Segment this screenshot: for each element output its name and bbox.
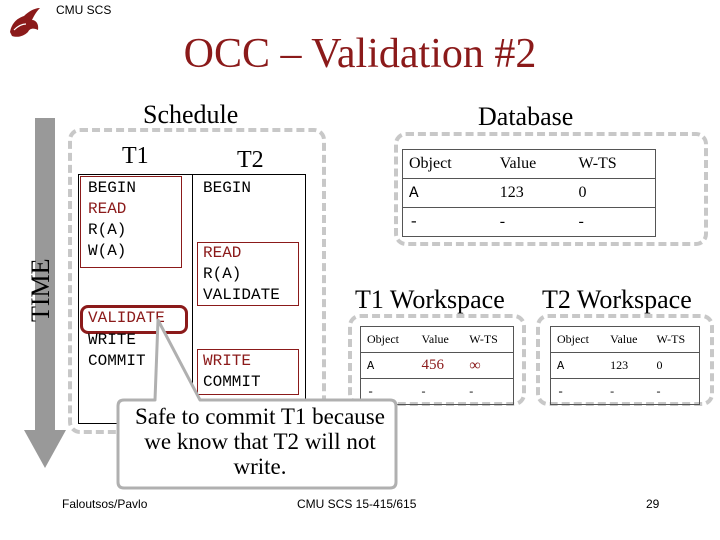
t1-op-read: READ [88, 200, 127, 218]
t2ws-cell: - [557, 384, 565, 399]
db-col-wts: W-TS [578, 155, 617, 172]
page-number: 29 [646, 497, 660, 511]
t2-op-write: WRITE [203, 352, 252, 370]
callout-text: Safe to commit T1 because we know that T… [135, 404, 385, 479]
org-label: CMU SCS [56, 3, 112, 17]
t2ws-col-wts: W-TS [656, 332, 686, 346]
db-cell: A [409, 184, 419, 202]
cmu-logo-icon [10, 8, 40, 37]
t1ws-cell: A [367, 358, 375, 373]
t2-write-box [197, 349, 299, 395]
t2-read-box [197, 242, 299, 306]
db-cell: 123 [499, 184, 524, 201]
t2-workspace-table: Object Value W-TS A 123 0 - - - [550, 326, 700, 405]
t2ws-cell: 0 [656, 358, 663, 372]
t1-label: T1 [122, 143, 149, 169]
db-cell: - [578, 213, 584, 230]
t1ws-cell: - [421, 384, 426, 398]
t1-workspace-table: Object Value W-TS A 456 ∞ - - - [360, 326, 514, 405]
t1-read-phase-box [80, 176, 182, 268]
t2ws-col-object: Object [557, 332, 589, 346]
t2-op-begin: BEGIN [203, 179, 252, 197]
database-box [394, 132, 708, 246]
t1ws-cell: ∞ [469, 356, 481, 374]
t1ws-cell: - [469, 384, 474, 398]
t2-op-read-a: R(A) [203, 265, 242, 283]
db-col-object: Object [409, 155, 452, 172]
t2ws-cell: - [656, 384, 661, 398]
t2-label: T2 [237, 147, 264, 173]
time-label: TIME [26, 258, 55, 322]
callout-bubble [116, 318, 398, 490]
t2-op-validate: VALIDATE [203, 286, 280, 304]
time-arrow-icon [24, 118, 66, 468]
db-col-value: Value [499, 155, 537, 172]
t1-workspace-heading: T1 Workspace [355, 285, 505, 314]
t1ws-col-wts: W-TS [469, 332, 498, 346]
database-heading: Database [478, 102, 574, 131]
t1ws-cell: - [367, 384, 375, 399]
t2ws-cell: - [610, 384, 615, 398]
t1-op-read-a: R(A) [88, 221, 127, 239]
t1-op-validate: VALIDATE [88, 309, 165, 327]
database-table: Object Value W-TS A 123 0 - - - [402, 149, 656, 237]
footer-course: CMU SCS 15-415/615 [297, 497, 417, 511]
schedule-heading: Schedule [143, 100, 239, 129]
t1-op-commit: COMMIT [88, 352, 146, 370]
footer-author: Faloutsos/Pavlo [62, 497, 148, 511]
t1-validate-highlight [80, 305, 188, 334]
t2-workspace-heading: T2 Workspace [542, 285, 692, 314]
slide-title: OCC – Validation #2 [183, 31, 537, 77]
t1ws-col-value: Value [421, 332, 449, 346]
t1-op-write: WRITE [88, 331, 137, 349]
t2ws-cell: 123 [610, 358, 629, 372]
t1ws-col-object: Object [367, 332, 399, 346]
t1-op-begin: BEGIN [88, 179, 137, 197]
t2-op-read: READ [203, 244, 242, 262]
db-cell: 0 [578, 184, 587, 201]
t1-op-write-a: W(A) [88, 242, 127, 260]
db-cell: - [499, 213, 506, 230]
t2ws-col-value: Value [610, 332, 638, 346]
t2-op-commit: COMMIT [203, 373, 261, 391]
db-cell: - [409, 213, 419, 231]
t2ws-cell: A [557, 358, 565, 373]
schedule-divider [192, 174, 193, 424]
t1ws-cell: 456 [421, 357, 445, 373]
